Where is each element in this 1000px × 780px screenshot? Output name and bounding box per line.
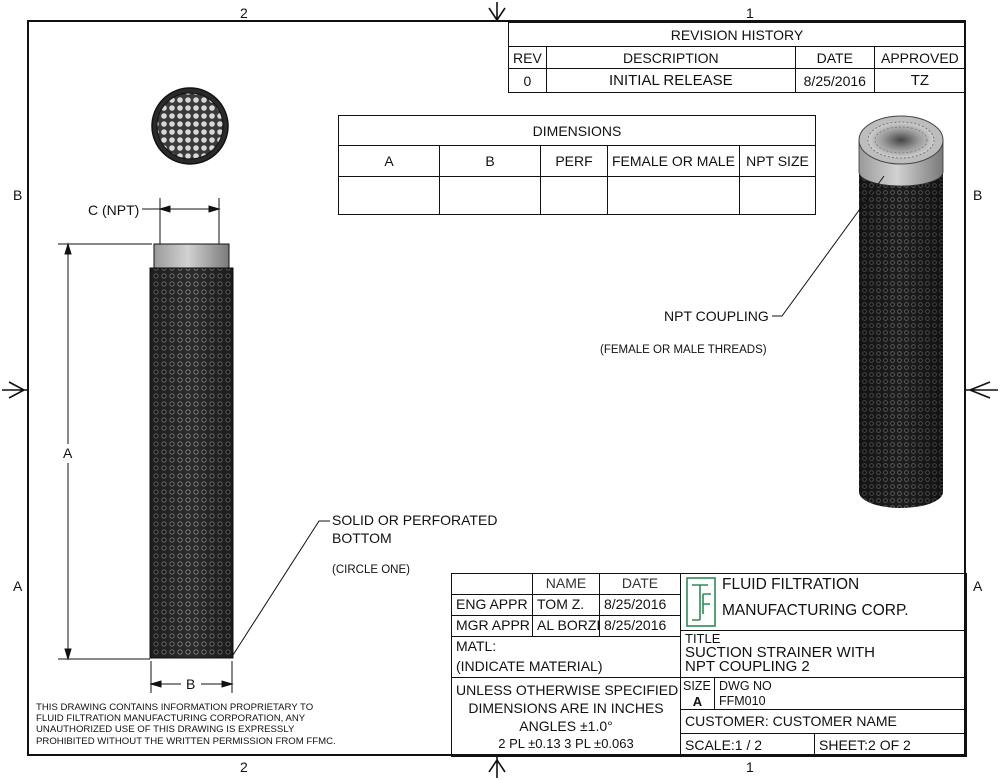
dwg-no-label: DWG NO <box>719 679 772 693</box>
bottom-leader <box>232 520 330 656</box>
dim-header-npt-size: NPT SIZE <box>738 145 817 177</box>
dimension-a <box>58 242 152 661</box>
mgr-appr-label: MGR APPR <box>451 615 533 637</box>
approved-header: APPROVED <box>873 46 967 69</box>
title-label: TITLE <box>685 631 721 646</box>
dim-header-a: A <box>338 145 440 177</box>
drawing-title-box: TITLE SUCTION STRAINER WITH NPT COUPLING… <box>680 630 967 678</box>
rev-header: REV <box>508 46 547 69</box>
size-box: SIZE A <box>680 677 715 710</box>
eng-appr-label: ENG APPR <box>451 594 533 616</box>
customer-box: CUSTOMER: CUSTOMER NAME <box>680 709 967 734</box>
tolerance-line2: DIMENSIONS ARE IN INCHES <box>468 700 664 716</box>
mgr-appr-name: AL BORZI <box>532 615 600 637</box>
dwg-no-value: FFM010 <box>719 694 766 708</box>
zone-label-bottom-2: 2 <box>240 759 248 775</box>
material-label: MATL: <box>456 638 497 654</box>
title-line1: SUCTION STRAINER WITH <box>685 644 875 661</box>
dim-cell-a <box>338 176 440 215</box>
zone-label-bottom-1: 1 <box>746 759 754 775</box>
dim-header-b: B <box>439 145 541 177</box>
description-header: DESCRIPTION <box>545 46 796 69</box>
tolerance-line4: 2 PL ±0.13 3 PL ±0.063 <box>498 736 634 751</box>
zone-label-top-1: 1 <box>746 5 754 21</box>
dimensions-table: DIMENSIONS A B PERF FEMALE OR MALE NPT S… <box>338 115 817 215</box>
label-dim-b: B <box>186 676 196 692</box>
label-bottom-line2: BOTTOM <box>332 530 392 546</box>
strainer-isometric-view <box>858 115 944 508</box>
dwg-no-box: DWG NO FFM010 <box>714 677 967 710</box>
scale-box: SCALE:1 / 2 <box>680 733 815 757</box>
material-value: (INDICATE MATERIAL) <box>456 658 603 674</box>
dimensions-title: DIMENSIONS <box>338 115 816 146</box>
date-header-tb: DATE <box>599 573 681 595</box>
approvals-blank <box>451 573 533 595</box>
dim-cell-perf <box>540 176 608 215</box>
title-line2: NPT COUPLING 2 <box>685 658 810 675</box>
size-label: SIZE <box>683 679 711 693</box>
label-threads: (FEMALE OR MALE THREADS) <box>600 344 767 356</box>
zone-label-left-a: A <box>13 578 23 594</box>
dim-header-female-male: FEMALE OR MALE <box>607 145 740 177</box>
label-c-npt: C (NPT) <box>88 202 140 218</box>
tolerance-line1: UNLESS OTHERWISE SPECIFIED <box>456 682 679 698</box>
dim-cell-b <box>439 176 541 215</box>
dimension-b <box>149 661 234 693</box>
date-header: DATE <box>794 46 875 69</box>
dimension-c <box>142 198 221 244</box>
rev-value: 0 <box>508 68 547 93</box>
material-box: MATL: (INDICATE MATERIAL) <box>451 636 681 678</box>
company-name-line2: MANUFACTURING CORP. <box>722 602 909 619</box>
strainer-front-view <box>149 243 234 659</box>
label-npt-coupling: NPT COUPLING <box>664 308 769 324</box>
label-bottom-line1: SOLID OR PERFORATED <box>332 512 498 528</box>
size-value: A <box>692 694 703 709</box>
zone-label-right-b: B <box>973 187 983 203</box>
label-circle-one: (CIRCLE ONE) <box>332 564 410 576</box>
zone-label-top-2: 2 <box>240 5 248 21</box>
eng-appr-name: TOM Z. <box>532 594 600 616</box>
tolerance-box: UNLESS OTHERWISE SPECIFIED DIMENSIONS AR… <box>451 677 681 757</box>
tolerance-line3: ANGLES ±1.0° <box>519 718 613 734</box>
dim-header-perf: PERF <box>540 145 608 177</box>
revision-history-table: REVISION HISTORY REV DESCRIPTION DATE AP… <box>508 22 967 93</box>
sheet-box: SHEET:2 OF 2 <box>814 733 967 757</box>
eng-appr-date: 8/25/2016 <box>599 594 681 616</box>
proprietary-notice: THIS DRAWING CONTAINS INFORMATION PROPRI… <box>36 702 336 747</box>
date-value: 8/25/2016 <box>794 68 875 93</box>
dim-cell-female-male <box>607 176 740 215</box>
zone-label-left-b: B <box>13 187 23 203</box>
company-logo <box>686 577 716 627</box>
name-header: NAME <box>532 573 600 595</box>
label-dim-a: A <box>63 445 73 461</box>
mgr-appr-date: 8/25/2016 <box>599 615 681 637</box>
dim-cell-npt-size <box>738 176 817 215</box>
zone-label-right-a: A <box>973 578 983 594</box>
strainer-end-view <box>151 87 229 165</box>
description-value: INITIAL RELEASE <box>545 68 796 93</box>
approved-value: TZ <box>873 68 967 93</box>
company-name-line1: FLUID FILTRATION <box>722 576 860 593</box>
revision-history-title: REVISION HISTORY <box>508 22 966 47</box>
coupling-leader <box>772 175 885 317</box>
